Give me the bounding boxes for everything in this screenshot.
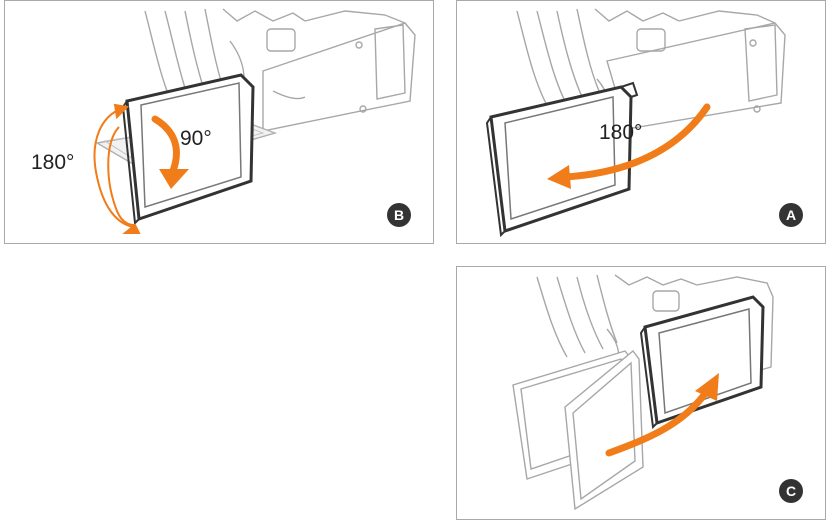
panel-a-screen-swing-out: 180° A xyxy=(456,0,826,244)
badge-b: B xyxy=(387,203,411,227)
angle-label-90: 90° xyxy=(180,127,212,150)
badge-a: A xyxy=(779,203,803,227)
badge-c: C xyxy=(779,479,803,503)
panel-b-screen-tilt: 90° 180° B xyxy=(4,0,434,244)
rotate-90-arrow xyxy=(151,115,189,189)
badge-b-letter: B xyxy=(394,207,404,223)
panel-c-screen-close-facing-out: C xyxy=(456,266,826,520)
camera-body-outline xyxy=(144,8,416,132)
lcd-screen-frame xyxy=(485,81,639,238)
swing-180-arrow xyxy=(547,103,711,189)
rotate-180-arrow xyxy=(93,103,141,234)
lcd-screen-closed-facing-out xyxy=(639,295,765,430)
angle-label-180: 180° xyxy=(599,121,642,144)
lcd-screen-ghost-hinge xyxy=(564,349,644,511)
angle-label-180: 180° xyxy=(31,151,74,174)
badge-a-letter: A xyxy=(786,207,796,223)
camera-body-outline xyxy=(536,274,774,372)
badge-c-letter: C xyxy=(786,483,796,499)
close-arrow xyxy=(605,373,719,457)
